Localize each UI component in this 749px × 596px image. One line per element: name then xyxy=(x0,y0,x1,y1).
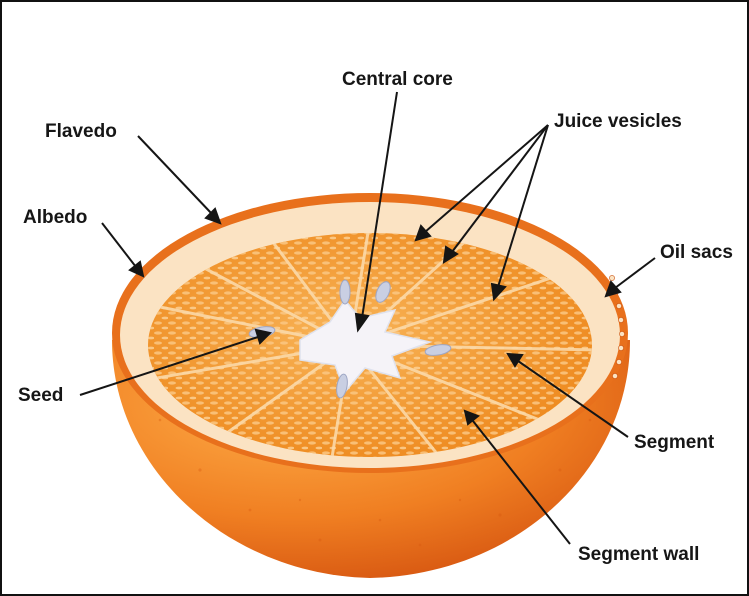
label-seed: Seed xyxy=(18,386,63,405)
label-albedo: Albedo xyxy=(23,208,87,227)
label-flavedo: Flavedo xyxy=(45,122,117,141)
label-central-core: Central core xyxy=(342,70,453,89)
seed-2 xyxy=(340,280,350,304)
label-juice-vesicles: Juice vesicles xyxy=(554,112,682,131)
label-segment-wall: Segment wall xyxy=(578,545,699,564)
label-oil-sacs: Oil sacs xyxy=(660,243,733,262)
label-segment: Segment xyxy=(634,433,714,452)
